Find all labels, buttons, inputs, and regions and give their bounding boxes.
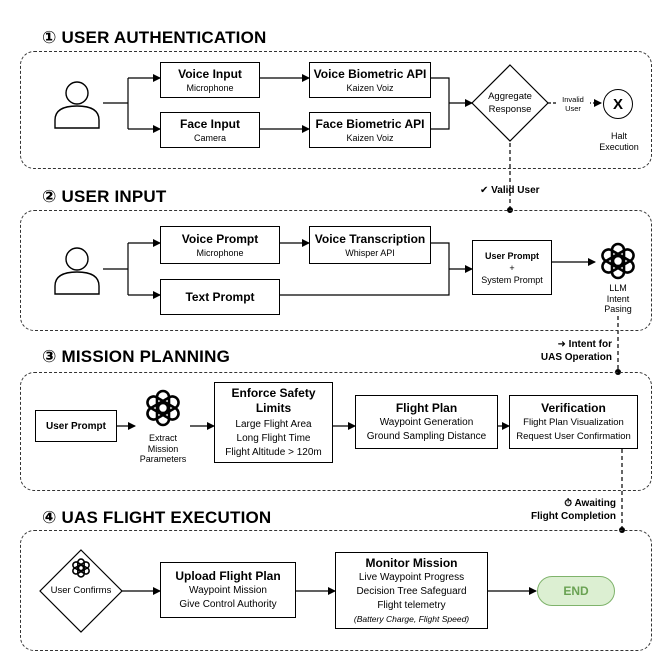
valid-user-label: ✔ Valid User [480,185,540,196]
combine-line-2: + [509,262,515,273]
user-confirms-diamond-shape [39,549,123,633]
awaiting-line-1: ⏱ Awaiting [564,498,616,509]
voice-input-sub: Microphone [186,82,234,93]
aggregate-line-1: Aggregate [488,91,532,102]
invalid-label-line-1: Invalid [562,95,584,104]
halt-line-2: Execution [599,141,639,152]
upload-item: Waypoint Mission [189,584,267,596]
prompt-combine-node: User Prompt + System Prompt [472,240,552,295]
user-icon [54,247,100,295]
upload-item: Give Control Authority [179,598,277,610]
upload-flight-plan-node: Upload Flight Plan Waypoint Mission Give… [160,562,296,618]
transcription-sub: Whisper API [345,247,395,258]
face-input-node: Face Input Camera [160,112,260,148]
planning-user-prompt-text: User Prompt [45,420,106,432]
voice-api-title: Voice Biometric API [313,66,427,81]
openai-icon [146,389,180,427]
planning-user-prompt-node: User Prompt [35,410,117,442]
safety-item: Large Flight Area [235,418,312,430]
verification-node: Verification Flight Plan Visualization R… [509,395,638,449]
voice-prompt-title: Voice Prompt [181,231,259,246]
auth-panel [20,51,652,169]
upload-title: Upload Flight Plan [175,568,281,583]
voice-input-node: Voice Input Microphone [160,62,260,98]
combine-line-3: System Prompt [481,274,543,285]
edge-face-api-to-merge [431,103,450,130]
section-title-planning: ③ MISSION PLANNING [42,347,235,367]
face-biometric-api-node: Face Biometric API Kaizen Voiz [309,112,431,148]
text-prompt-title: Text Prompt [185,289,255,304]
openai-icon [601,242,635,280]
voice-api-sub: Kaizen Voiz [346,82,394,93]
intent-line-1: ➜ Intent for [557,339,612,350]
edge-text-prompt-to-merge [280,269,450,296]
aggregate-line-2: Response [488,104,532,115]
execution-panel [20,530,652,651]
verification-title: Verification [541,400,606,415]
user-confirms-label: User Confirms [50,585,112,596]
section-title-execution: ④ UAS FLIGHT EXECUTION [42,508,276,528]
monitor-item: Decision Tree Safeguard [356,586,467,597]
verification-item: Flight Plan Visualization [523,416,624,428]
safety-item: Long Flight Time [236,432,311,444]
safety-item: Flight Altitude > 120m [225,446,322,458]
invalid-user-label: Invalid User [556,95,590,113]
planning-panel [20,372,652,491]
extract-line-3: Parameters [139,454,187,464]
end-node: END [537,576,615,606]
voice-biometric-api-node: Voice Biometric API Kaizen Voiz [309,62,431,98]
llm-intent-label: LLM Intent Pasing [594,283,642,315]
monitor-item: Live Waypoint Progress [358,572,465,583]
awaiting-completion-label: ⏱ Awaiting Flight Completion [506,497,616,523]
enforce-safety-node: Enforce Safety Limits Large Flight Area … [214,382,333,463]
combine-line-1: User Prompt [484,250,539,261]
awaiting-line-2: Flight Completion [531,511,616,522]
face-input-sub: Camera [193,132,226,143]
flight-plan-node: Flight Plan Waypoint Generation Ground S… [355,395,498,449]
halt-execution-label: Halt Execution [594,131,644,152]
face-api-title: Face Biometric API [315,116,425,131]
edge-voice-api-to-merge [431,77,450,103]
voice-transcription-node: Voice Transcription Whisper API [309,226,431,264]
flight-plan-title: Flight Plan [395,400,458,415]
llm-line-1: LLM [609,283,627,293]
llm-line-2: Intent [606,293,630,304]
voice-prompt-node: Voice Prompt Microphone [160,226,280,264]
face-api-sub: Kaizen Voiz [346,132,394,143]
halt-line-1: Halt [610,131,627,141]
safety-title-1: Enforce Safety [231,385,316,400]
section-title-auth: ① USER AUTHENTICATION [42,28,271,48]
monitor-note: (Battery Charge, Flight Speed) [353,614,470,624]
monitor-title: Monitor Mission [365,556,458,570]
intent-label: ➜ Intent for UAS Operation [532,338,612,364]
extract-parameters-label: Extract Mission Parameters [133,433,193,465]
face-input-title: Face Input [179,116,240,131]
safety-title-2: Limits [255,400,292,415]
extract-line-2: Mission [147,443,179,454]
aggregate-response-node: Aggregate Response [472,65,548,141]
flight-plan-item: Ground Sampling Distance [366,430,487,442]
intent-line-2: UAS Operation [540,352,612,363]
flight-plan-item: Waypoint Generation [379,416,474,428]
edge-transcription-to-merge [431,242,450,269]
invalid-label-line-2: User [565,104,581,113]
openai-icon [72,558,90,578]
aggregate-diamond-shape [471,64,549,142]
transcription-title: Voice Transcription [314,231,426,246]
monitor-mission-node: Monitor Mission Live Waypoint Progress D… [335,552,488,629]
llm-line-3: Pasing [604,304,632,314]
monitor-item: Flight telemetry [377,600,446,611]
verification-item: Request User Confirmation [516,430,631,442]
section-title-input: ② USER INPUT [42,187,171,207]
halt-close-icon: X [603,89,633,119]
extract-line-1: Extract [148,433,177,443]
voice-prompt-sub: Microphone [196,247,244,258]
input-panel [20,210,652,331]
user-icon [54,81,100,129]
text-prompt-node: Text Prompt [160,279,280,315]
voice-input-title: Voice Input [178,66,242,81]
